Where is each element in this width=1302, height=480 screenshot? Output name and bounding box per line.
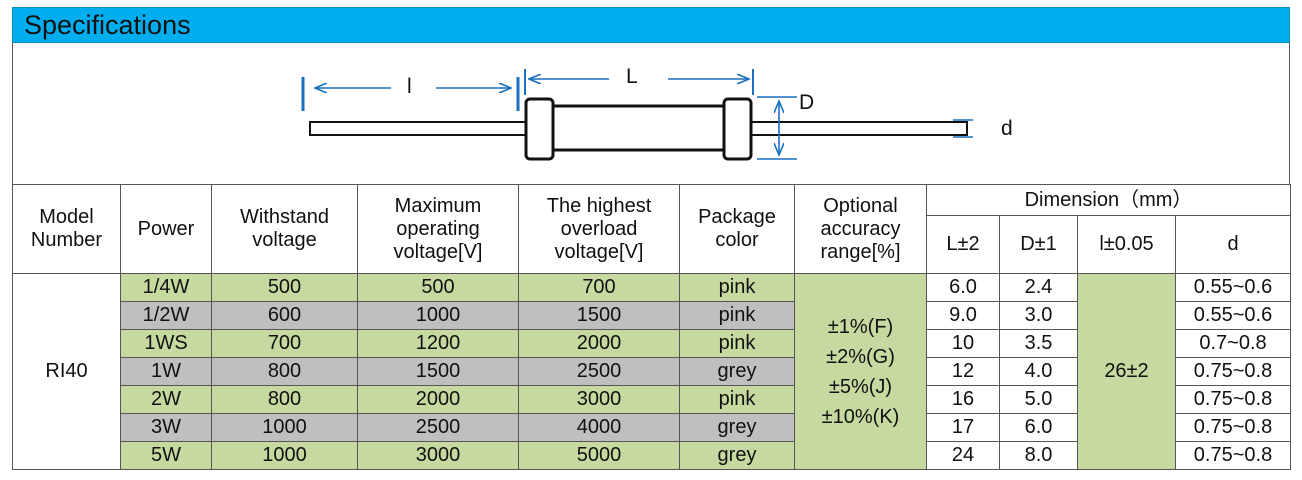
table-cell: 1500	[518, 301, 680, 330]
table-cell: 6.0	[926, 273, 1000, 302]
table-cell: 0.75~0.8	[1175, 413, 1291, 442]
table-cell: pink	[679, 273, 795, 302]
table-cell: 1200	[357, 329, 519, 358]
table-cell: pink	[679, 301, 795, 330]
specifications-table: Model Number Power Withstand voltage Max…	[12, 184, 1291, 470]
table-cell: 600	[211, 301, 358, 330]
label-D: D	[799, 91, 814, 114]
table-cell: pink	[679, 329, 795, 358]
table-cell: 500	[357, 273, 519, 302]
table-cell: 0.75~0.8	[1175, 385, 1291, 414]
table-cell: 5000	[518, 441, 680, 470]
col-max-operating-voltage: Maximum operating voltage[V]	[357, 184, 519, 274]
label-d: d	[1001, 117, 1013, 140]
table-cell: 3.5	[999, 329, 1078, 358]
table-cell: 0.75~0.8	[1175, 357, 1291, 386]
table-cell: 17	[926, 413, 1000, 442]
table-cell: 0.55~0.6	[1175, 301, 1291, 330]
label-L: L	[626, 65, 638, 88]
table-cell: 4000	[518, 413, 680, 442]
table-cell: 24	[926, 441, 1000, 470]
table-cell: 2500	[518, 357, 680, 386]
col-L: L±2	[926, 215, 1000, 274]
table-cell: grey	[679, 441, 795, 470]
table-cell: 3.0	[999, 301, 1078, 330]
resistor-drawing: l L D d	[301, 65, 1013, 161]
table-cell: 1000	[357, 301, 519, 330]
table-cell: grey	[679, 413, 795, 442]
table-cell: 3000	[518, 385, 680, 414]
accuracy-option: ±5%(J)	[828, 375, 893, 398]
table-cell: 1000	[211, 441, 358, 470]
col-accuracy-range: Optional accuracy range[%]	[794, 184, 927, 274]
section-title: Specifications	[24, 10, 191, 40]
accuracy-option: ±10%(K)	[821, 405, 900, 428]
left-lead	[309, 121, 528, 136]
left-cap	[524, 97, 555, 161]
right-cap	[722, 97, 753, 161]
table-cell: 5W	[120, 441, 212, 470]
table-cell: pink	[679, 385, 795, 414]
col-overload-voltage: The highest overload voltage[V]	[518, 184, 680, 274]
col-model-number: Model Number	[12, 184, 121, 274]
col-dimension: Dimension（mm）	[926, 184, 1291, 216]
table-cell: 3W	[120, 413, 212, 442]
table-cell: 0.7~0.8	[1175, 329, 1291, 358]
resistor-diagram: l L D d	[12, 43, 1290, 184]
table-cell: 1000	[211, 413, 358, 442]
table-cell: 500	[211, 273, 358, 302]
col-d: d	[1175, 215, 1291, 274]
right-lead	[750, 121, 968, 136]
table-cell: 6.0	[999, 413, 1078, 442]
table-cell: 2000	[518, 329, 680, 358]
table-cell: 800	[211, 385, 358, 414]
accuracy-cell: ±1%(F) ±2%(G) ±5%(J) ±10%(K)	[794, 273, 927, 470]
table-cell: grey	[679, 357, 795, 386]
table-cell: 16	[926, 385, 1000, 414]
table-cell: 9.0	[926, 301, 1000, 330]
table-cell: 1W	[120, 357, 212, 386]
label-l: l	[407, 75, 412, 98]
table-cell: 3000	[357, 441, 519, 470]
section-header: Specifications	[12, 7, 1290, 43]
col-power: Power	[120, 184, 212, 274]
table-cell: 700	[211, 329, 358, 358]
accuracy-option: ±2%(G)	[826, 345, 895, 368]
table-cell: 1WS	[120, 329, 212, 358]
table-cell: 700	[518, 273, 680, 302]
table-cell: 1500	[357, 357, 519, 386]
table-cell: 12	[926, 357, 1000, 386]
table-cell: 800	[211, 357, 358, 386]
table-cell: 2000	[357, 385, 519, 414]
table-cell: 5.0	[999, 385, 1078, 414]
table-cell: 4.0	[999, 357, 1078, 386]
col-D: D±1	[999, 215, 1078, 274]
table-cell: 2.4	[999, 273, 1078, 302]
l-value-cell: 26±2	[1077, 273, 1176, 470]
table-cell: 1/2W	[120, 301, 212, 330]
table-cell: 10	[926, 329, 1000, 358]
model-cell: RI40	[12, 273, 121, 470]
col-withstand-voltage: Withstand voltage	[211, 184, 358, 274]
table-cell: 0.75~0.8	[1175, 441, 1291, 470]
accuracy-option: ±1%(F)	[827, 315, 894, 338]
table-cell: 8.0	[999, 441, 1078, 470]
table-cell: 0.55~0.6	[1175, 273, 1291, 302]
table-cell: 1/4W	[120, 273, 212, 302]
table-cell: 2500	[357, 413, 519, 442]
resistor-body	[541, 104, 730, 152]
col-package-color: Package color	[679, 184, 795, 274]
table-cell: 2W	[120, 385, 212, 414]
col-l: l±0.05	[1077, 215, 1176, 274]
